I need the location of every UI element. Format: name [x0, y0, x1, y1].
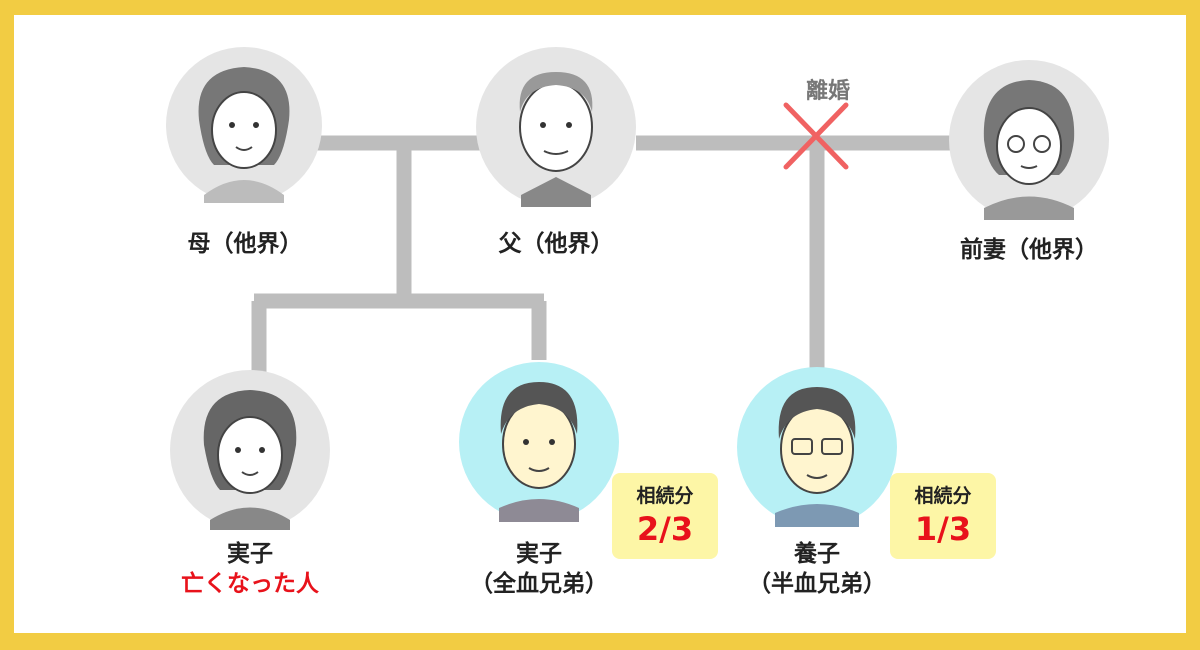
full-sibling-label: 実子 （全血兄弟）: [470, 539, 608, 599]
elderly-woman-glasses-avatar-icon: [949, 60, 1109, 220]
inheritance-share-badge: 相続分 2/3: [612, 473, 718, 559]
inheritance-share-badge: 相続分 1/3: [890, 473, 996, 559]
divorce-label: 離婚: [805, 79, 851, 104]
mother-label: 母（他界）: [188, 229, 303, 259]
share-title: 相続分: [914, 485, 972, 507]
old-man-avatar-icon: [476, 47, 636, 207]
ex-wife-name: 前妻（他界）: [960, 237, 1098, 263]
deceased-child-name: 実子: [227, 541, 273, 567]
adopted-child-label: 養子 （半血兄弟）: [748, 539, 886, 599]
share-value: 1/3: [914, 510, 972, 548]
man-glasses-avatar-icon: [737, 367, 897, 527]
adopted-child-relation: （半血兄弟）: [748, 571, 886, 597]
deceased-child-label: 実子 亡くなった人: [181, 539, 319, 599]
father-name: 父（他界）: [498, 231, 614, 257]
share-title: 相続分: [636, 485, 694, 507]
woman-avatar-icon: [166, 47, 322, 203]
ex-wife-label: 前妻（他界）: [960, 235, 1098, 265]
father-label: 父（他界）: [499, 229, 614, 259]
man-avatar-icon: [459, 362, 619, 522]
mother-name: 母（他界）: [187, 231, 303, 257]
family-tree-svg: [166, 47, 1109, 530]
full-sibling-name: 実子: [516, 541, 562, 567]
divorce-cross-icon: [783, 102, 849, 170]
diagram-frame: 離婚 母（他界） 父（他界） 前妻（他界） 実子 亡くなった人 実子 （全血兄弟…: [14, 15, 1186, 633]
deceased-child-note: 亡くなった人: [181, 571, 319, 597]
adopted-child-name: 養子: [794, 541, 840, 567]
share-value: 2/3: [636, 510, 694, 548]
woman-avatar-icon: [170, 370, 330, 530]
full-sibling-relation: （全血兄弟）: [470, 571, 608, 597]
